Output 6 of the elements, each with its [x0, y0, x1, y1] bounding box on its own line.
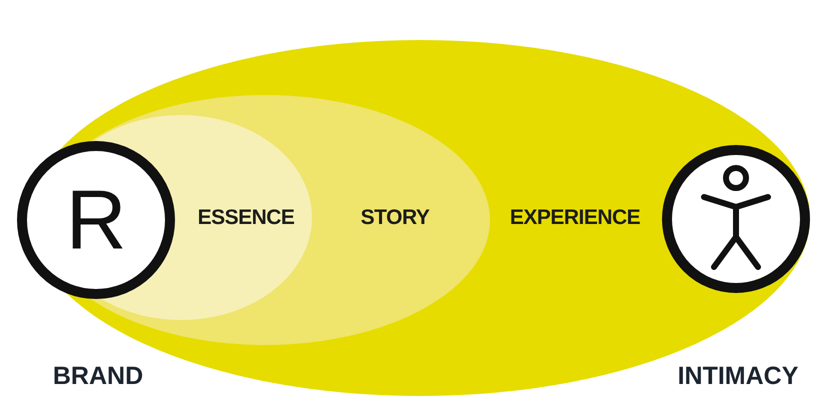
ellipse-label: STORY	[360, 206, 430, 230]
ellipse-label: ESSENCE	[198, 206, 294, 230]
caption-label: BRAND	[52, 362, 144, 391]
circle-letter: R	[66, 172, 126, 268]
caption-label: INTIMACY	[678, 362, 798, 391]
ellipse-label: EXPERIENCE	[510, 206, 640, 230]
